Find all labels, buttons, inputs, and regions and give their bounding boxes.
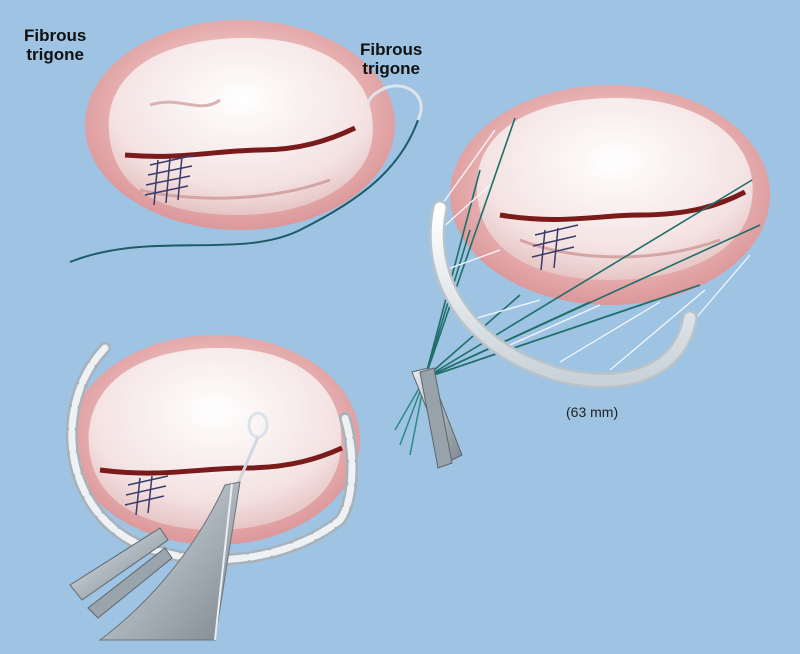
knot-pusher-icon [98,481,241,641]
needle-holder-icon [69,527,173,619]
anterior-leaflet [88,347,342,530]
anterior-leaflet [476,97,753,280]
suture-loop [234,411,269,489]
commissure-line [124,125,357,159]
suture-needle-icon [366,84,423,121]
plication-stitches [124,475,169,516]
commissure-line [499,189,747,222]
label-fibrous-trigone-right: Fibrous trigone [360,40,423,78]
anterior-leaflet [108,37,373,215]
suture-fan [394,117,761,456]
valve-right [450,85,770,305]
valve-bottom-left [70,335,360,545]
plication-stitches [144,154,196,206]
valve-top-left [85,20,395,230]
label-ring-size: (63 mm) [566,404,619,420]
forceps-icon [411,367,463,469]
plication-stitches [531,224,579,271]
suture-thread [69,119,419,263]
label-fibrous-trigone-left: Fibrous trigone [24,26,87,64]
